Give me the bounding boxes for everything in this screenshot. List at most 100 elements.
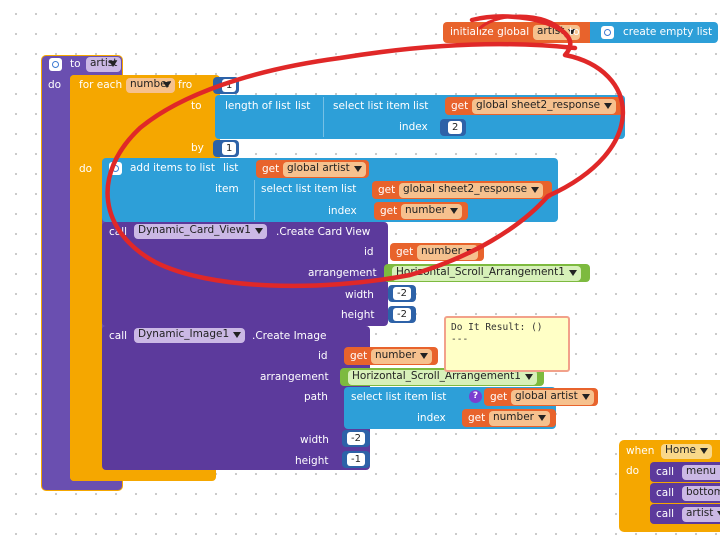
get-global-artist-var-2[interactable]: global artist: [511, 390, 594, 405]
card-arrangement-label: arrangement: [308, 267, 377, 279]
warning-help-icon[interactable]: ?: [469, 390, 482, 403]
card-height-value[interactable]: -2: [393, 308, 411, 321]
for-each-by-label: by: [191, 142, 204, 154]
for-each-label: for each: [79, 79, 123, 91]
get-global-artist-block-2[interactable]: get global artist: [484, 388, 598, 406]
create-image-block[interactable]: call Dynamic_Image1 .Create Image id arr…: [102, 326, 370, 470]
image-width-value[interactable]: -2: [347, 432, 365, 445]
get-sheet-var-2[interactable]: global sheet2_response: [399, 183, 544, 198]
image-height-value[interactable]: -1: [347, 453, 365, 466]
card-arrangement-field[interactable]: Horizontal_Scroll_Arrangement1: [392, 266, 581, 281]
for-each-var-field[interactable]: number: [126, 78, 175, 93]
image-arrangement-field[interactable]: Horizontal_Scroll_Arrangement1: [348, 370, 537, 385]
for-each-from-label: fro: [178, 79, 193, 91]
call-artist-block[interactable]: call artist: [650, 504, 720, 524]
initialize-global-block[interactable]: initialize global artist to: [443, 22, 590, 43]
from-number-block[interactable]: 1: [213, 77, 239, 94]
get-label-7: get: [490, 391, 508, 403]
image-component-field[interactable]: Dynamic_Image1: [134, 328, 246, 343]
select1-index-label: index: [399, 121, 428, 133]
card-component-field[interactable]: Dynamic_Card_View1: [134, 224, 267, 239]
get-global-artist-block[interactable]: get global artist: [256, 160, 369, 178]
create-card-view-block[interactable]: call Dynamic_Card_View1 .Create Card Vie…: [102, 222, 388, 326]
for-each-do-label: do: [79, 163, 93, 175]
image-id-label: id: [318, 350, 328, 362]
get-number-block-4[interactable]: get number: [462, 409, 556, 427]
card-width-label: width: [345, 289, 374, 301]
create-empty-list-label: create empty list: [623, 26, 713, 38]
create-empty-list-block[interactable]: create empty list: [590, 22, 718, 43]
card-height-label: height: [341, 309, 375, 321]
get-number-var-3[interactable]: number: [371, 349, 432, 364]
call-menu-block[interactable]: call menu: [650, 462, 720, 482]
select1-label: select list item: [333, 100, 411, 112]
length-label: length of list: [225, 100, 291, 112]
call-label-3: call: [656, 508, 675, 520]
do-it-result-tooltip: Do It Result: () ---: [444, 316, 570, 372]
get-sheet-var-1[interactable]: global sheet2_response: [472, 99, 617, 114]
by-number-block[interactable]: 1: [213, 140, 239, 157]
get-number-var-1[interactable]: number: [401, 204, 462, 219]
length-list-label: list: [295, 100, 311, 112]
get-number-block-1[interactable]: get number: [374, 202, 468, 220]
index-number-block-1[interactable]: 2: [440, 119, 466, 136]
call-bottom-block[interactable]: call bottom: [650, 483, 720, 503]
call-artist-field[interactable]: artist: [682, 507, 720, 522]
procedure-name-field[interactable]: artist: [86, 57, 122, 72]
image-width-block[interactable]: -2: [342, 430, 370, 447]
init-label: initialize global: [450, 26, 530, 38]
call-menu-field[interactable]: menu: [682, 465, 720, 480]
image-path-label: path: [304, 391, 328, 403]
image-method-label: .Create Image: [252, 330, 327, 342]
card-call-label: call: [109, 226, 128, 238]
select3-index-label: index: [417, 412, 446, 424]
get-global-artist-var[interactable]: global artist: [283, 162, 366, 177]
image-width-label: width: [300, 434, 329, 446]
add-items-list-label: list: [223, 162, 239, 174]
length-separator: [323, 97, 324, 137]
get-sheet-block-1[interactable]: get global sheet2_response: [445, 97, 623, 115]
get-label: get: [451, 100, 469, 112]
for-each-to-label: to: [191, 100, 202, 112]
card-width-value[interactable]: -2: [393, 287, 411, 300]
image-height-block[interactable]: -1: [342, 451, 370, 468]
get-number-var-4[interactable]: number: [489, 411, 550, 426]
from-value[interactable]: 1: [222, 79, 237, 92]
select1-list-label: list: [413, 100, 429, 112]
procedure-gear-icon[interactable]: [49, 58, 62, 71]
get-label-4: get: [380, 205, 398, 217]
image-call-label: call: [109, 330, 128, 342]
get-sheet-block-2[interactable]: get global sheet2_response: [372, 181, 552, 199]
card-height-block[interactable]: -2: [388, 306, 416, 323]
get-number-var-2[interactable]: number: [417, 245, 478, 260]
add-items-item-label: item: [215, 183, 239, 195]
by-value[interactable]: 1: [222, 142, 237, 155]
for-each-do-row: [70, 158, 105, 180]
card-width-block[interactable]: -2: [388, 285, 416, 302]
when-component-field[interactable]: Home: [661, 444, 713, 459]
procedure-to-label: to: [70, 58, 81, 70]
call-label-2: call: [656, 487, 675, 499]
call-bottom-field[interactable]: bottom: [682, 486, 720, 501]
add-items-label: add items to list: [130, 162, 215, 174]
card-arrangement-block[interactable]: Horizontal_Scroll_Arrangement1: [384, 264, 590, 282]
get-label-5: get: [396, 246, 414, 258]
gear-icon[interactable]: [601, 26, 614, 39]
when-do-label: do: [626, 465, 640, 477]
select3-list-label: list: [431, 391, 447, 403]
get-label-2: get: [262, 163, 280, 175]
add-items-gear-icon[interactable]: [109, 162, 122, 175]
get-number-block-3[interactable]: get number: [344, 347, 438, 365]
image-arrangement-block[interactable]: Horizontal_Scroll_Arrangement1: [340, 368, 544, 386]
image-height-label: height: [295, 455, 329, 467]
select2-list-label: list: [341, 183, 357, 195]
tooltip-line-2: ---: [451, 334, 469, 345]
get-number-block-2[interactable]: get number: [390, 243, 484, 261]
image-arrangement-label: arrangement: [260, 371, 329, 383]
index-value-1[interactable]: 2: [448, 121, 463, 134]
when-label: when: [626, 445, 655, 457]
procedure-do-label: do: [48, 79, 62, 91]
get-label-8: get: [468, 412, 486, 424]
card-method-label: .Create Card View: [276, 226, 371, 238]
get-label-6: get: [350, 350, 368, 362]
